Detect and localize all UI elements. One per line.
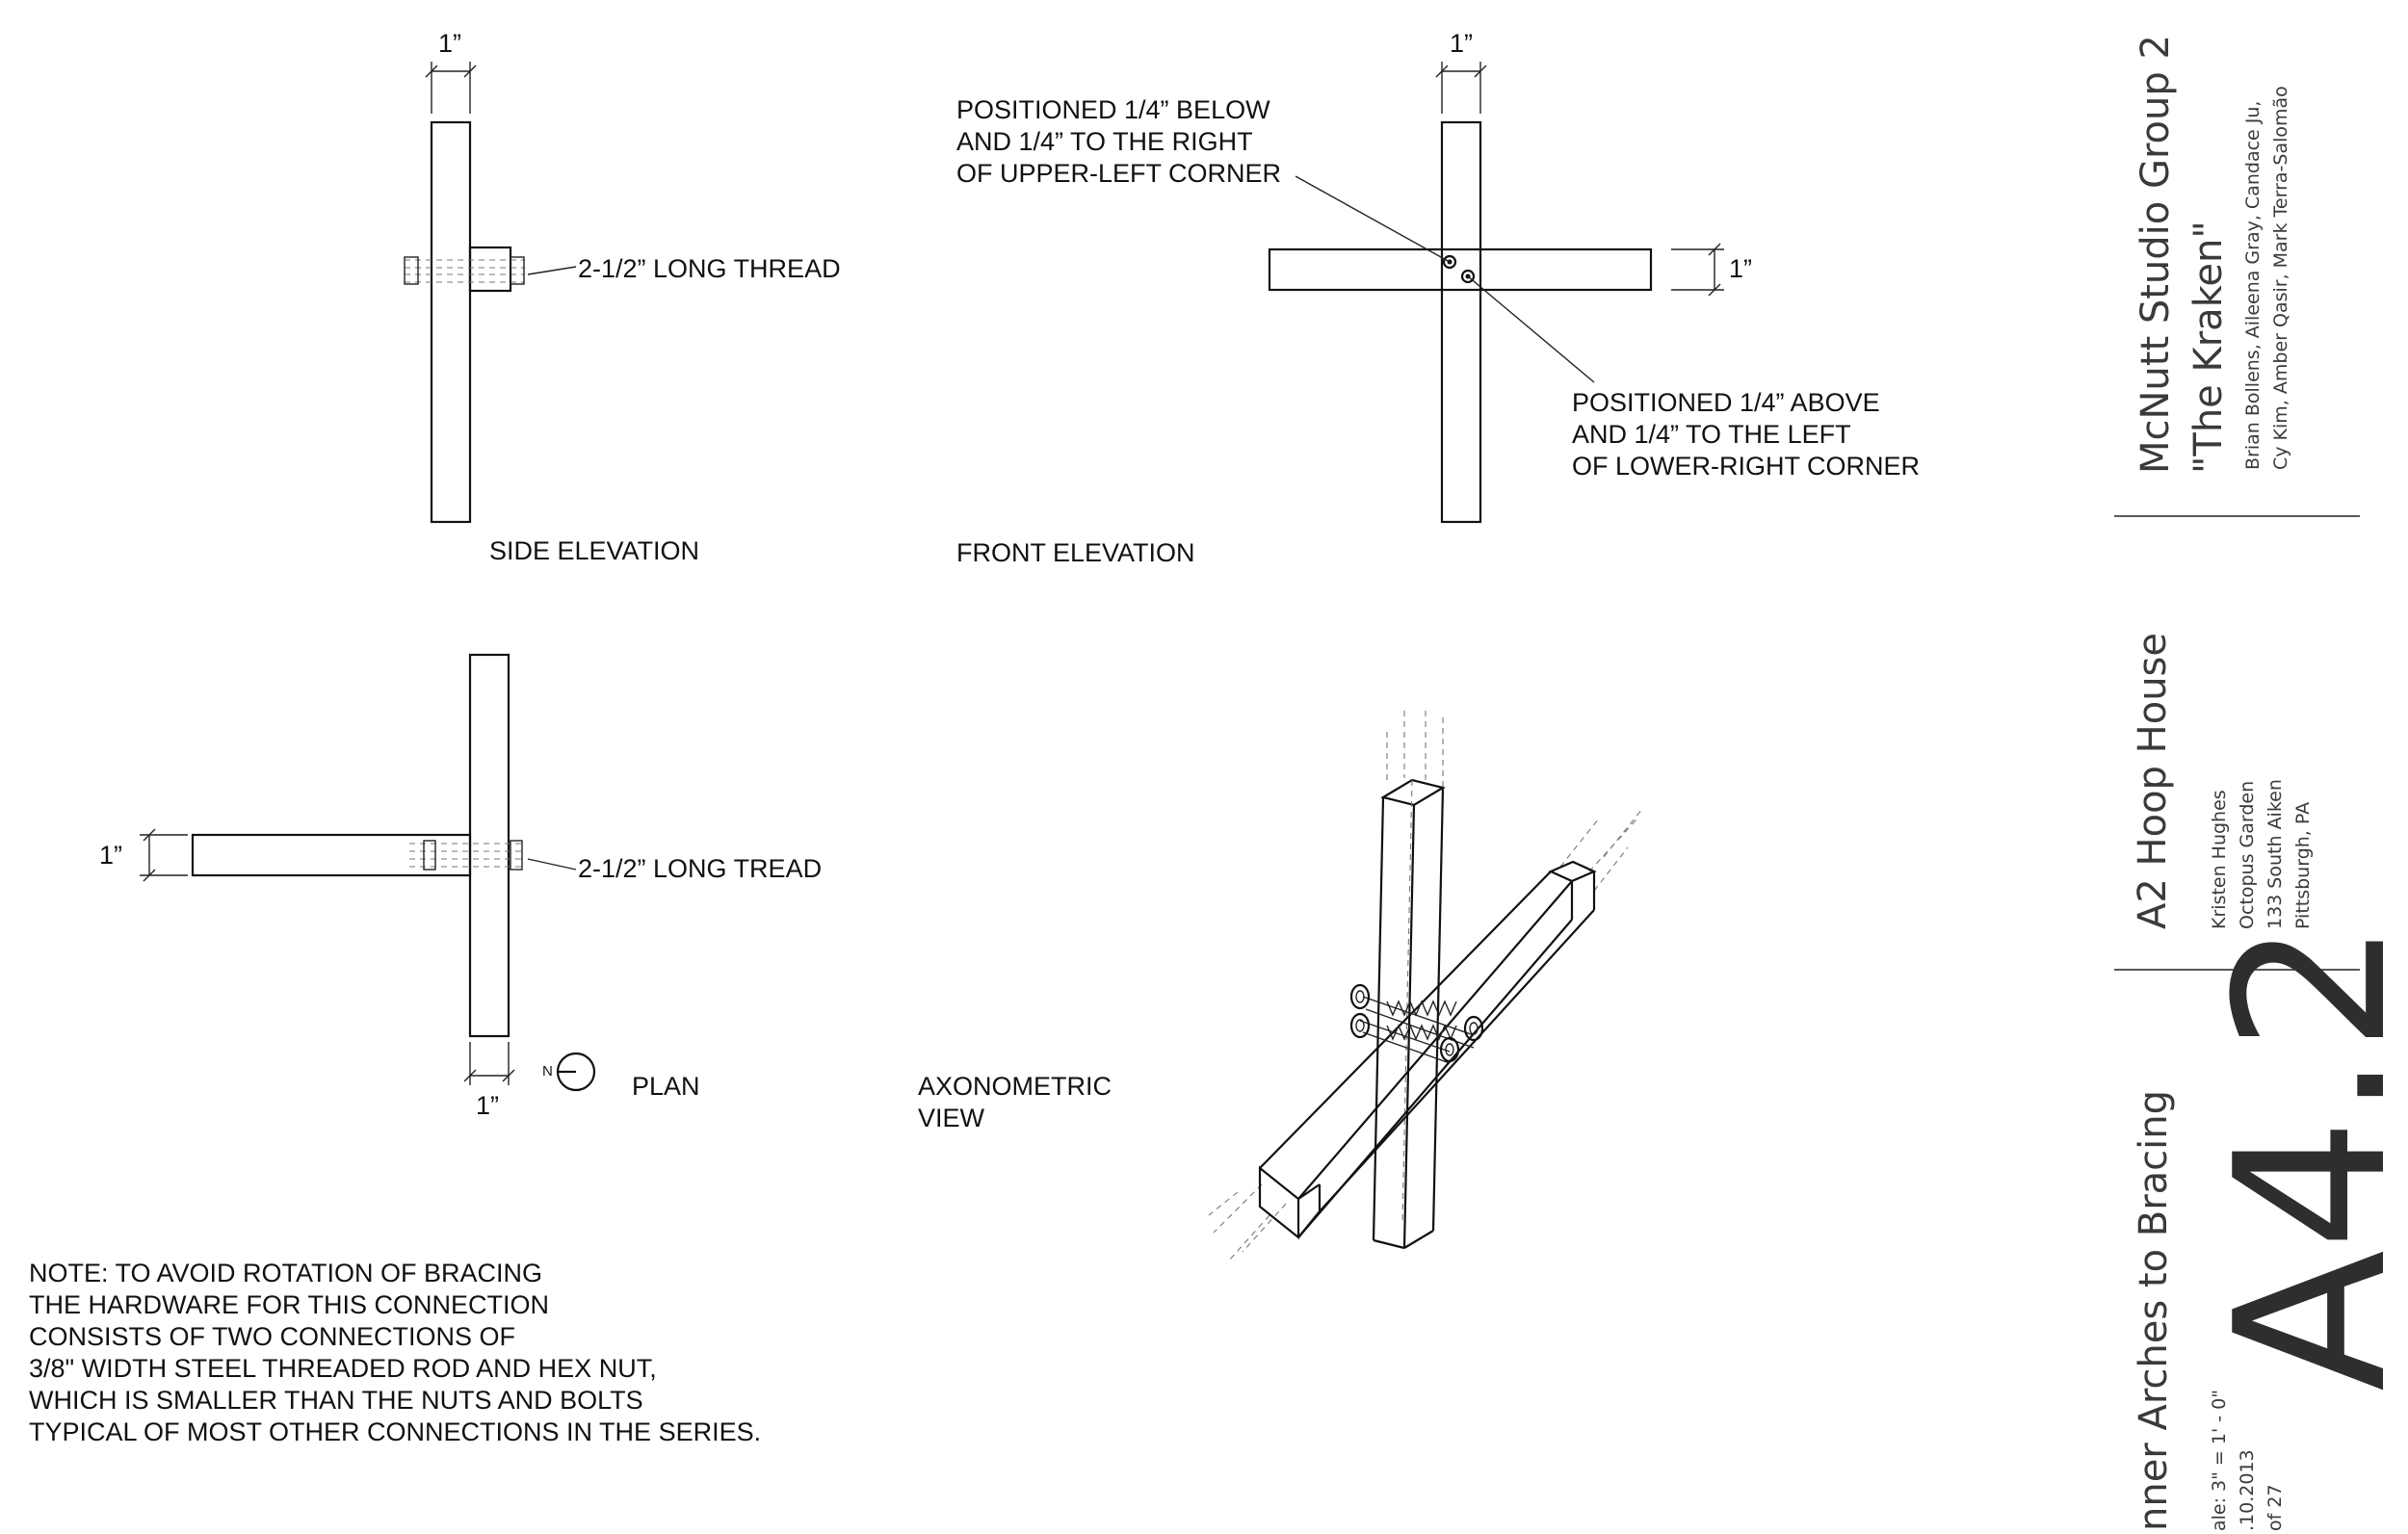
plan-thread-callout: 2-1/2” LONG TREAD bbox=[578, 854, 823, 883]
sheet-number: A4.2 bbox=[2190, 921, 2408, 1391]
axo-post-top bbox=[1380, 778, 1446, 807]
side-width-dimension: 1” bbox=[438, 29, 462, 58]
upper-leader bbox=[1295, 175, 1451, 263]
axonometric-title: AXONOMETRIC VIEW bbox=[918, 1072, 1112, 1132]
front-brace bbox=[1268, 247, 1653, 292]
axo-brace-end bbox=[1258, 1165, 1300, 1240]
upper-nut bbox=[1442, 254, 1457, 270]
north-label: N bbox=[542, 1063, 553, 1079]
lower-nut bbox=[1460, 269, 1476, 284]
front-lower-callout: POSITIONED 1/4” ABOVE AND 1/4” TO THE LE… bbox=[1572, 388, 1921, 481]
plan-width-dimension: 1” bbox=[476, 1091, 500, 1120]
axo-hardware bbox=[1349, 983, 1484, 1064]
team-nickname: "The Kraken" bbox=[2186, 221, 2231, 474]
axo-brace-top bbox=[1548, 860, 1597, 883]
front-upper-callout: POSITIONED 1/4” BELOW AND 1/4” TO THE RI… bbox=[956, 95, 1282, 188]
plan-drawing bbox=[140, 653, 596, 1092]
axonometric-drawing bbox=[1208, 711, 1643, 1262]
front-width-dimension: 1” bbox=[1450, 29, 1474, 58]
side-post bbox=[430, 120, 472, 524]
side-thread-callout: 2-1/2” LONG THREAD bbox=[578, 254, 841, 283]
side-elevation-drawing bbox=[404, 62, 577, 524]
front-post bbox=[1440, 120, 1482, 524]
side-brace-end bbox=[468, 246, 512, 293]
team-members-line2: Cy Kim, Amber Qasir, Mark Terra-Salomão bbox=[2270, 86, 2291, 470]
front-elevation-title: FRONT ELEVATION bbox=[956, 538, 1195, 567]
project-name: A2 Hoop House bbox=[2131, 632, 2175, 929]
title-block-lines bbox=[2114, 515, 2360, 971]
plan-height-dimension: 1” bbox=[99, 841, 123, 870]
team-members-line1: Brian Bollens, Aileena Gray, Candace Ju, bbox=[2242, 100, 2264, 470]
scale-date-sheet: ale: 3" = 1' - 0" .10.2013 of 27 bbox=[2209, 1390, 2286, 1531]
plan-title: PLAN bbox=[632, 1072, 700, 1101]
hardware-note: NOTE: TO AVOID ROTATION OF BRACING THE H… bbox=[29, 1259, 762, 1446]
client-info: Kristen Hughes Octopus Garden 133 South … bbox=[2209, 779, 2314, 929]
plan-brace bbox=[191, 833, 472, 877]
plan-leader bbox=[527, 858, 577, 871]
front-elevation-drawing bbox=[1268, 62, 1724, 524]
studio-name: McNutt Studio Group 2 bbox=[2133, 35, 2178, 474]
plan-post bbox=[468, 653, 510, 1038]
front-height-dimension: 1” bbox=[1729, 254, 1753, 283]
lower-leader bbox=[1467, 275, 1595, 383]
side-leader bbox=[527, 266, 577, 275]
drawing-title: nner Arches to Bracing bbox=[2132, 1089, 2176, 1531]
side-elevation-title: SIDE ELEVATION bbox=[489, 536, 700, 565]
